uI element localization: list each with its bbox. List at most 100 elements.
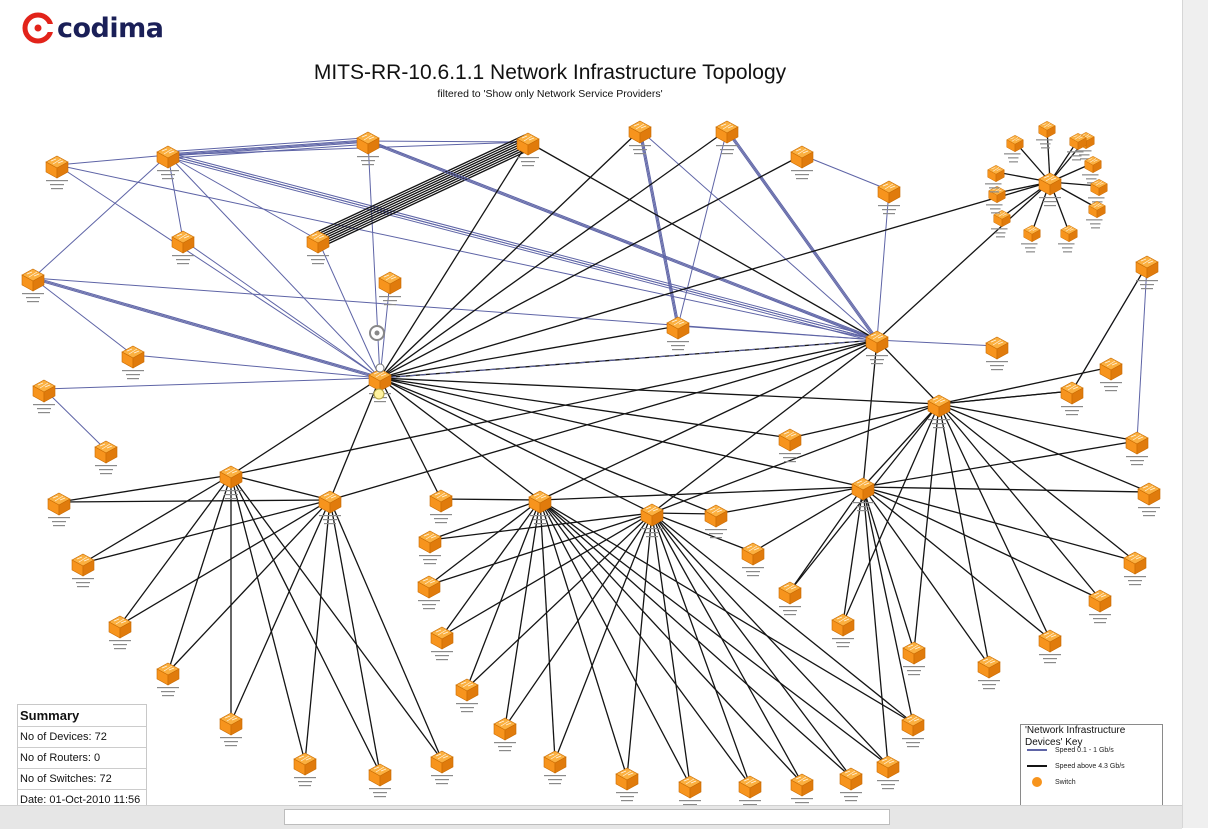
switch-icon[interactable] [839, 767, 863, 802]
switch-icon[interactable] [156, 662, 180, 697]
device-caption [743, 804, 757, 805]
scrollbar-thumb[interactable] [284, 809, 890, 825]
device-caption [996, 236, 1005, 238]
switch-icon[interactable] [430, 750, 454, 785]
switch-icon[interactable] [738, 775, 762, 805]
switch-icon[interactable] [877, 180, 901, 215]
switch-icon[interactable] [356, 131, 380, 166]
link-line [651, 512, 751, 786]
switch-icon[interactable] [986, 185, 1006, 214]
switch-icon[interactable] [1086, 200, 1106, 229]
link-line [640, 129, 680, 326]
switch-icon[interactable] [219, 465, 243, 500]
switch-icon[interactable] [1021, 224, 1041, 253]
switch-icon[interactable] [516, 132, 540, 167]
switch-icon[interactable] [1060, 381, 1084, 416]
switch-icon[interactable] [121, 345, 145, 380]
switch-icon[interactable] [615, 767, 639, 802]
switch-icon[interactable] [318, 490, 342, 525]
switch-icon[interactable] [171, 230, 195, 265]
switch-icon[interactable] [678, 775, 702, 805]
switch-icon[interactable] [21, 268, 45, 303]
switch-icon[interactable] [368, 763, 392, 798]
switch-icon[interactable] [876, 755, 900, 790]
switch-icon[interactable] [1088, 589, 1112, 624]
link-line [938, 390, 1073, 405]
link-line [58, 474, 232, 503]
switch-icon[interactable] [901, 713, 925, 748]
switch-icon[interactable] [640, 503, 664, 538]
switch-icon[interactable] [790, 145, 814, 180]
switch-icon[interactable] [865, 330, 889, 365]
link-line [167, 140, 369, 156]
link-line [789, 403, 940, 439]
switch-icon[interactable] [1125, 431, 1149, 466]
switch-icon[interactable] [219, 712, 243, 747]
switch-icon[interactable] [1123, 551, 1147, 586]
switch-icon[interactable] [71, 553, 95, 588]
switch-icon[interactable] [704, 504, 728, 539]
switch-icon[interactable] [778, 428, 802, 463]
switch-icon[interactable] [666, 316, 690, 351]
horizontal-scrollbar[interactable] [0, 805, 1182, 829]
switch-icon[interactable] [1067, 132, 1087, 161]
switch-icon[interactable] [1038, 629, 1062, 664]
switch-icon[interactable] [156, 145, 180, 180]
switch-icon[interactable] [378, 271, 402, 306]
switch-icon[interactable] [977, 655, 1001, 690]
switch-icon[interactable] [528, 490, 552, 525]
switch-icon[interactable] [851, 477, 875, 512]
switch-icon[interactable] [741, 542, 765, 577]
switch-icon[interactable] [306, 230, 330, 265]
switch-icon[interactable] [45, 155, 69, 190]
device-caption [48, 517, 70, 519]
link-line [320, 148, 532, 248]
device-caption [795, 802, 809, 804]
device-caption [1071, 155, 1082, 157]
switch-icon[interactable] [1036, 120, 1056, 149]
link-line [314, 134, 526, 234]
switch-icon[interactable] [1038, 172, 1062, 207]
switch-icon[interactable] [418, 530, 442, 565]
switch-icon[interactable] [455, 678, 479, 713]
switch-icon[interactable] [32, 379, 56, 414]
vertical-scrollbar[interactable] [1182, 0, 1208, 828]
device-caption [1063, 251, 1072, 253]
switch-icon[interactable] [1004, 134, 1024, 163]
device-caption [1066, 414, 1078, 416]
switch-icon[interactable] [429, 489, 453, 524]
device-caption [1104, 386, 1118, 388]
switch-icon[interactable] [293, 752, 317, 787]
link-line [539, 499, 803, 784]
switch-icon[interactable] [1099, 357, 1123, 392]
link-line [539, 499, 556, 761]
link-line [876, 181, 1051, 341]
link-line [43, 377, 381, 390]
switch-icon[interactable] [543, 750, 567, 785]
switch-icon[interactable] [778, 581, 802, 616]
device-caption [544, 775, 566, 777]
link-line [43, 388, 107, 451]
switch-icon[interactable] [94, 440, 118, 475]
switch-icon[interactable] [902, 641, 926, 676]
switch-icon[interactable] [628, 120, 652, 155]
device-caption [795, 174, 809, 176]
switch-icon[interactable] [1058, 224, 1078, 253]
switch-icon[interactable] [493, 717, 517, 752]
switch-icon[interactable] [430, 626, 454, 661]
switch-icon[interactable] [985, 336, 1009, 371]
switch-icon[interactable] [991, 209, 1011, 238]
switch-icon[interactable] [1075, 131, 1095, 160]
switch-icon[interactable] [47, 492, 71, 527]
switch-icon[interactable] [790, 773, 814, 805]
switch-icon[interactable] [108, 615, 132, 650]
switch-icon[interactable] [927, 394, 951, 429]
switch-count: No of Switches: 72 [18, 768, 146, 789]
switch-icon[interactable] [1135, 255, 1159, 290]
switch-icon[interactable] [715, 120, 739, 155]
switch-icon[interactable] [417, 575, 441, 610]
switch-icon[interactable] [1137, 482, 1161, 517]
switch-icon[interactable] [1082, 155, 1102, 184]
switch-icon[interactable] [985, 164, 1005, 193]
switch-icon[interactable] [831, 613, 855, 648]
